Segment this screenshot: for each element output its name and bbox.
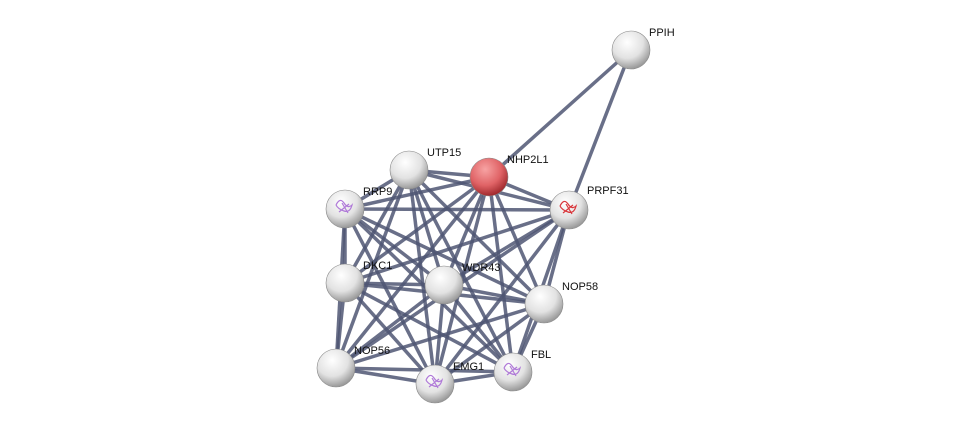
node-label: PRPF31 [587, 185, 629, 197]
edge-utp15-wdr43[interactable] [407, 169, 446, 286]
node-sphere[interactable] [389, 150, 429, 190]
node-emg1[interactable]: EMG1 [415, 361, 484, 404]
node-label: PPIH [649, 27, 675, 39]
node-ppih[interactable]: PPIH [611, 27, 675, 70]
protein-structure-icon [335, 199, 354, 214]
edge-rrp9-wdr43[interactable] [343, 207, 446, 287]
node-nhp2l1[interactable]: NHP2L1 [469, 154, 549, 197]
node-sphere[interactable] [611, 30, 651, 70]
node-label: EMG1 [453, 361, 484, 373]
node-utp15[interactable]: UTP15 [389, 147, 461, 190]
edge-rrp9-emg1[interactable] [343, 208, 437, 385]
node-label: RRP9 [363, 186, 392, 198]
edge-dkc1-emg1[interactable] [343, 281, 437, 386]
node-wdr43[interactable]: WDR43 [424, 262, 501, 305]
node-prpf31[interactable]: PRPF31 [549, 185, 629, 230]
node-nop58[interactable]: NOP58 [524, 281, 598, 324]
edge-nop58-nop56[interactable] [335, 302, 545, 370]
node-dkc1[interactable]: DKC1 [325, 260, 392, 303]
node-sphere[interactable] [469, 157, 509, 197]
node-sphere[interactable] [424, 265, 464, 305]
edge-utp15-nop56[interactable] [334, 169, 411, 369]
protein-structure-icon [559, 200, 578, 215]
node-sphere[interactable] [316, 348, 356, 388]
node-label: UTP15 [427, 147, 461, 159]
edge-utp15-emg1[interactable] [407, 169, 437, 385]
edge-nhp2l1-wdr43[interactable] [442, 176, 491, 286]
node-label: NOP58 [562, 281, 598, 293]
node-sphere[interactable] [524, 284, 564, 324]
edge-utp15-dkc1[interactable] [343, 169, 411, 284]
edge-dkc1-fbl[interactable] [344, 281, 514, 374]
edge-rrp9-prpf31[interactable] [344, 207, 570, 212]
node-label: NHP2L1 [507, 154, 549, 166]
node-label: FBL [531, 349, 551, 361]
node-fbl[interactable]: FBL [493, 349, 551, 392]
node-label: WDR43 [462, 262, 501, 274]
edge-ppih-prpf31[interactable] [567, 49, 633, 211]
node-sphere[interactable] [325, 263, 365, 303]
node-label: DKC1 [363, 260, 392, 272]
node-rrp9[interactable]: RRP9 [325, 186, 392, 229]
edge-utp15-nop58[interactable] [407, 168, 546, 306]
edge-ppih-nhp2l1[interactable] [487, 48, 633, 179]
node-nop56[interactable]: NOP56 [316, 345, 390, 388]
protein-structure-icon [503, 362, 522, 377]
node-label: NOP56 [354, 345, 390, 357]
protein-structure-icon [425, 374, 444, 389]
edge-wdr43-nop56[interactable] [334, 283, 446, 370]
edge-prpf31-dkc1[interactable] [344, 208, 570, 285]
